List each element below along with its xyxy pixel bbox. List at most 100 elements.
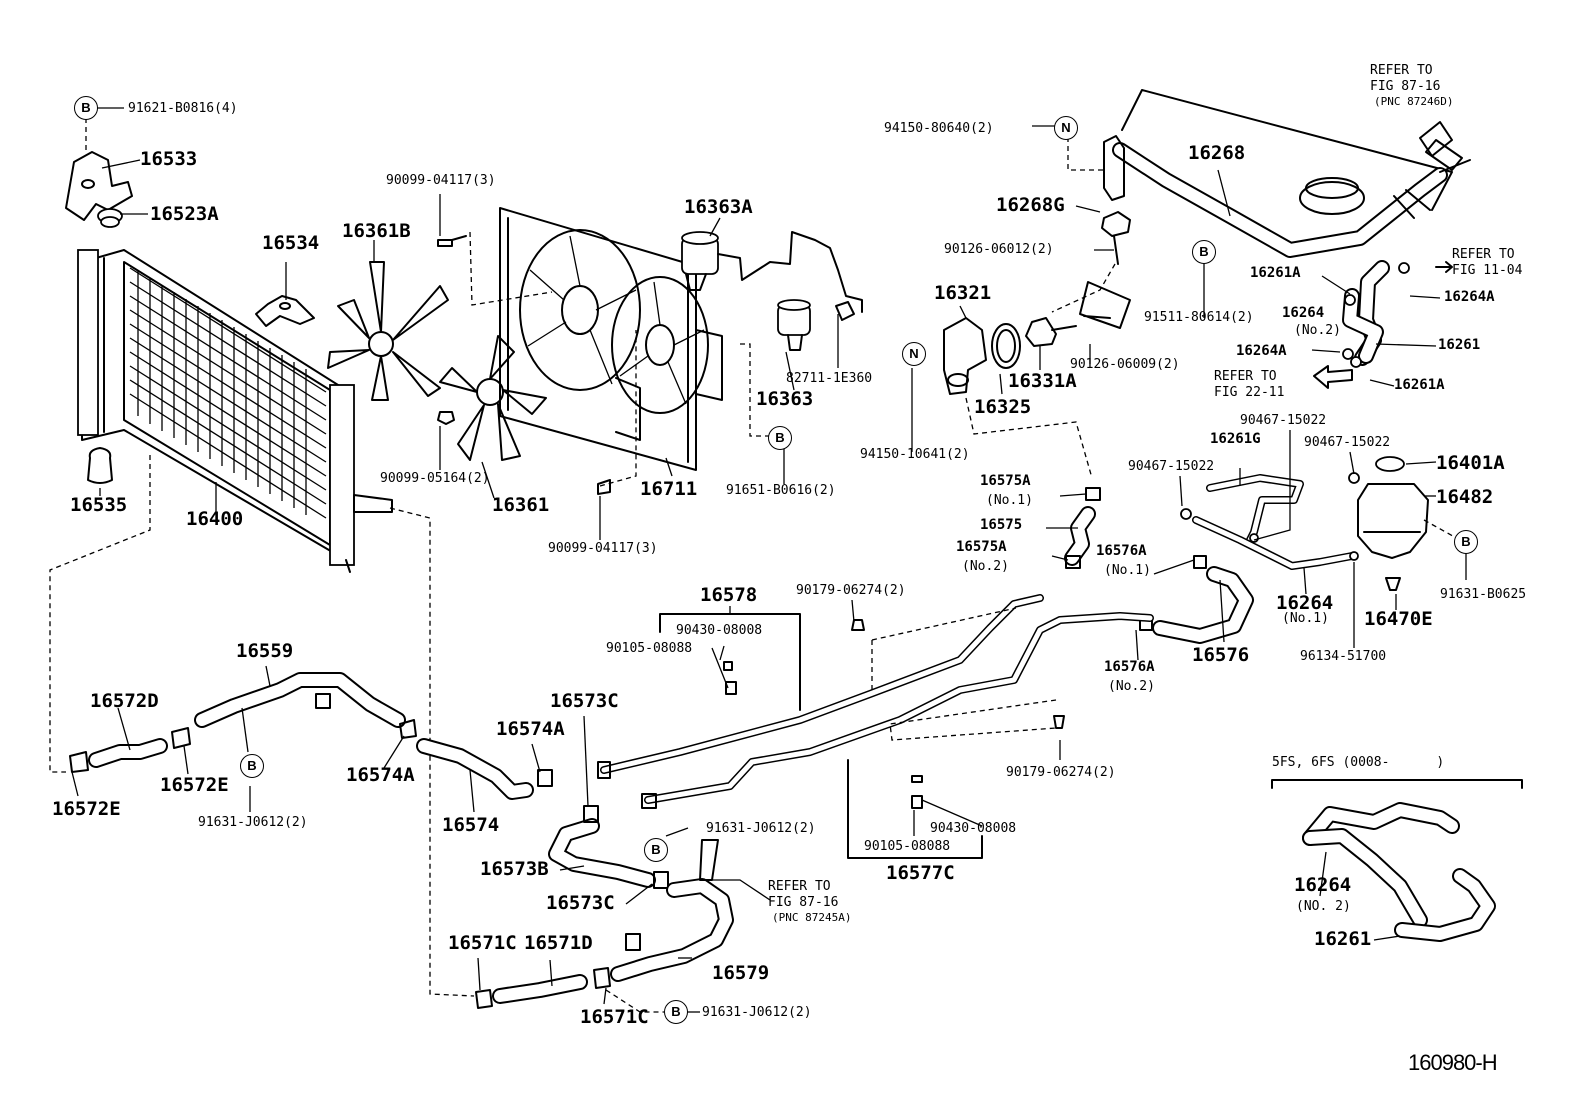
hose-16572d <box>88 738 168 768</box>
label-16401a: 16401A <box>1436 452 1505 474</box>
label-16261-right: 16261 <box>1438 337 1481 353</box>
label-16533: 16533 <box>140 148 198 170</box>
label-16572e-left: 16572E <box>52 798 121 820</box>
nut-90099-05164 <box>437 411 455 425</box>
inset-label-16264: 16264 <box>1294 874 1352 896</box>
label-16575: 16575 <box>980 517 1023 533</box>
label-16574a-right: 16574A <box>496 718 565 740</box>
label-94150-80640: 94150-80640(2) <box>884 121 994 136</box>
stud-90126-06012 <box>1113 235 1119 265</box>
label-16573c-bottom: 16573C <box>546 892 615 914</box>
label-16575a-no2-sub: (No.2) <box>962 559 1009 574</box>
label-16579: 16579 <box>712 962 770 984</box>
refer-fig-22-11-a: REFER TO <box>1214 369 1277 384</box>
gasket-16325 <box>991 323 1021 369</box>
radiator-bracket-16534 <box>255 295 315 327</box>
marker-b: B <box>1192 240 1216 264</box>
bolt-90099-04117-top <box>437 235 467 247</box>
label-16268: 16268 <box>1188 142 1246 164</box>
label-16523a: 16523A <box>150 203 219 225</box>
label-16572e-right: 16572E <box>160 774 229 796</box>
inset-title: 5FS, 6FS (0008- ) <box>1272 755 1445 770</box>
label-90430-08008-top: 90430-08008 <box>676 623 763 638</box>
label-90467-15022-b: 90467-15022 <box>1304 435 1391 450</box>
label-16321: 16321 <box>934 282 992 304</box>
label-90126-06009: 90126-06009(2) <box>1070 357 1180 372</box>
label-16572d: 16572D <box>90 690 159 712</box>
label-16575a-no1: 16575A <box>980 473 1031 489</box>
label-16264-no2: 16264 <box>1282 305 1325 321</box>
marker-b: B <box>74 96 98 120</box>
label-91631-j0612-a: 91631-J0612(2) <box>198 815 308 830</box>
label-16559: 16559 <box>236 640 294 662</box>
label-16331a: 16331A <box>1008 370 1077 392</box>
pipe-16577c <box>644 612 1154 804</box>
label-16264a-mid: 16264A <box>1236 343 1287 359</box>
label-90179-06274-top: 90179-06274(2) <box>796 583 906 598</box>
label-16575a-no2: 16575A <box>956 539 1007 555</box>
label-16574a-left: 16574A <box>346 764 415 786</box>
label-96134-51700: 96134-51700 <box>1300 649 1387 664</box>
inset-hose-16261 <box>1394 868 1496 942</box>
label-94150-10641: 94150-10641(2) <box>860 447 970 462</box>
label-91621-b0816: 91621-B0816(4) <box>128 101 238 116</box>
marker-b: B <box>664 1000 688 1024</box>
refer-fig-22-11-b: FIG 22-11 <box>1214 385 1285 400</box>
label-16571c-bottom: 16571C <box>580 1006 649 1028</box>
label-16363a: 16363A <box>684 196 753 218</box>
radiator-bracket-16533 <box>65 151 133 221</box>
label-16363: 16363 <box>756 388 814 410</box>
label-16577c: 16577C <box>886 862 955 884</box>
inset-label-16261: 16261 <box>1314 928 1372 950</box>
label-90099-05164: 90099-05164(2) <box>380 471 490 486</box>
label-91631-j0612-b: 91631-J0612(2) <box>706 821 816 836</box>
hose-16574 <box>416 738 534 800</box>
label-16264-no1: 16264 <box>1276 592 1334 614</box>
hose-16261g <box>1206 474 1304 544</box>
refer-fig-87-16-pnc-87245a-a: REFER TO <box>768 879 831 894</box>
label-16576a-no1-sub: (No.1) <box>1104 563 1151 578</box>
thermostat-16331a <box>1025 317 1077 347</box>
fan-motor-16363 <box>777 299 811 351</box>
water-inlet-16321 <box>943 317 987 395</box>
refer-fig-87-16-c: (PNC 87246D) <box>1374 95 1454 108</box>
hose-16559 <box>194 672 406 728</box>
label-91631-j0612-c: 91631-J0612(2) <box>702 1005 812 1020</box>
label-16361b: 16361B <box>342 220 411 242</box>
label-16264a-top: 16264A <box>1444 289 1495 305</box>
label-16571c-top: 16571C <box>448 932 517 954</box>
label-16574: 16574 <box>442 814 500 836</box>
label-16573c-top: 16573C <box>550 690 619 712</box>
label-16575a-no1-sub: (No.1) <box>986 493 1033 508</box>
inset-frame <box>1271 779 1523 789</box>
label-16576a-no2-sub: (No.2) <box>1108 679 1155 694</box>
bolt-90099-04117-bottom <box>597 479 611 495</box>
pipe-16268 <box>1103 89 1471 258</box>
label-16482: 16482 <box>1436 486 1494 508</box>
label-90105-08088-top: 90105-08088 <box>606 641 693 656</box>
hose-16264-no1 <box>1192 516 1356 570</box>
label-16534: 16534 <box>262 232 320 254</box>
marker-b: B <box>1454 530 1478 554</box>
label-16264-no1-sub: (No.1) <box>1282 611 1329 626</box>
refer-fig-87-16-pnc-87245a-c: (PNC 87245A) <box>772 911 852 924</box>
marker-n: N <box>1054 116 1078 140</box>
label-90179-06274-bottom: 90179-06274(2) <box>1006 765 1116 780</box>
marker-b: B <box>240 754 264 778</box>
label-82711-1e360: 82711-1E360 <box>786 371 873 386</box>
label-91651-b0616: 91651-B0616(2) <box>726 483 836 498</box>
radiator-16400 <box>77 249 393 573</box>
label-16573b: 16573B <box>480 858 549 880</box>
fan-16361 <box>439 335 547 461</box>
label-90467-15022-c: 90467-15022 <box>1128 459 1215 474</box>
inset-hose-16264 <box>1302 802 1460 928</box>
label-90430-08008-bottom: 90430-08008 <box>930 821 1017 836</box>
hose-16573b <box>548 818 656 888</box>
label-16261a-mid: 16261A <box>1394 377 1445 393</box>
refer-fig-87-16-a: REFER TO <box>1370 63 1433 78</box>
label-16325: 16325 <box>974 396 1032 418</box>
label-90105-08088-bottom: 90105-08088 <box>864 839 951 854</box>
marker-b: B <box>768 426 792 450</box>
label-91631-b0625: 91631-B0625 <box>1440 587 1527 602</box>
